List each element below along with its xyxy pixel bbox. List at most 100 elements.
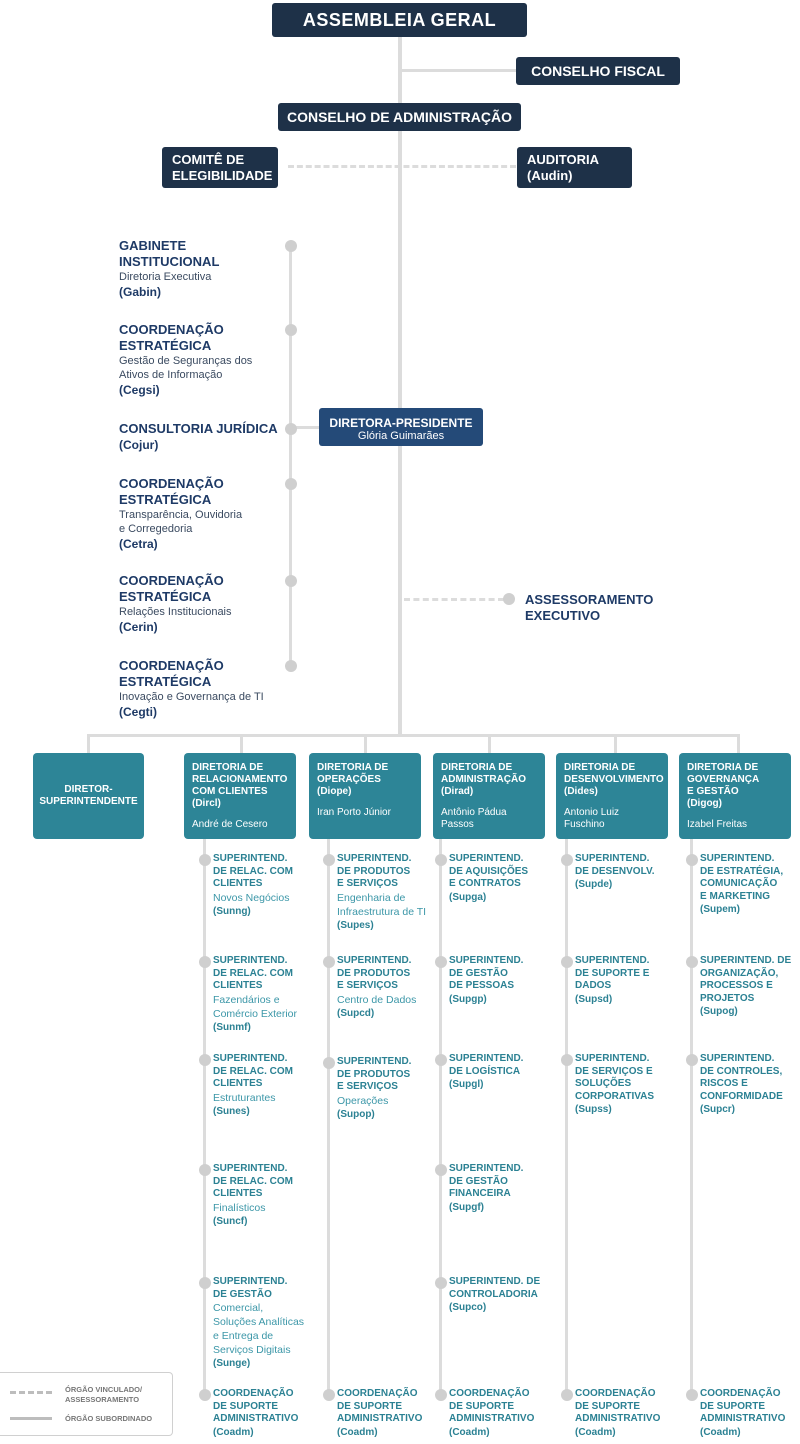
left-unit-code: (Gabin) (119, 285, 161, 299)
superintendencia-title: SUPERINTEND. DE PRODUTOS E SERVIÇOS (337, 853, 412, 889)
coordenacao-suporte-administrativo[interactable]: COORDENAÇÃO DE SUPORTE ADMINISTRATIVO(Co… (213, 1388, 318, 1440)
coadm-dot (561, 1389, 573, 1401)
superintendencia-dot (199, 1277, 211, 1289)
left-unit-dot (285, 324, 297, 336)
left-unit-title: COORDENAÇÃO ESTRATÉGICA (119, 573, 224, 604)
diretoria-title: DIRETORIA DE ADMINISTRAÇÃO (Dirad) (441, 762, 526, 797)
superintendencia-subtitle: Engenharia de Infraestrutura de TI (337, 891, 427, 918)
superintendencia-code: (Supcd) (337, 1007, 375, 1019)
diretoria-drop-line (364, 734, 367, 754)
diretoria-drop-line (737, 734, 740, 754)
left-unit[interactable]: CONSULTORIA JURÍDICA(Cojur) (119, 421, 289, 453)
presidente-title: DIRETORA-PRESIDENTE (329, 416, 473, 430)
auditoria-box[interactable]: AUDITORIA (Audin) (517, 147, 632, 188)
left-unit-code: (Cegti) (119, 705, 157, 719)
superintendencia-code: (Sunge) (213, 1358, 251, 1369)
superintendencias-vertical-line (690, 839, 693, 1394)
superintendencia-dot (199, 956, 211, 968)
legend-subordinado-label: ÓRGÃO SUBORDINADO (65, 1414, 153, 1423)
superintendencia-title: SUPERINTEND. DE RELAC. COM CLIENTES (213, 1053, 293, 1089)
diretoria-box[interactable]: DIRETORIA DE OPERAÇÕES (Diope)Iran Porto… (309, 753, 421, 839)
superintendencia-title: SUPERINTEND. DE DESENVOLV. (575, 853, 655, 877)
superintendencia-dot (435, 956, 447, 968)
superintendencia-dot (686, 1054, 698, 1066)
superintendencia-dot (686, 956, 698, 968)
coadm-title: COORDENAÇÃO DE SUPORTE ADMINISTRATIVO (213, 1388, 299, 1424)
superintendencia-subtitle: Fazendários e Comércio Exterior (213, 993, 298, 1020)
coordenacao-suporte-administrativo[interactable]: COORDENAÇÃO DE SUPORTE ADMINISTRATIVO(Co… (449, 1388, 554, 1440)
diretor-superintendente-box[interactable]: DIRETOR- SUPERINTENDENTE (33, 753, 144, 839)
diretora-presidente-box[interactable]: DIRETORA-PRESIDENTE Glória Guimarães (319, 408, 483, 446)
superintendencias-vertical-line (327, 839, 330, 1394)
superintendencia[interactable]: SUPERINTEND. DE ESTRATÉGIA, COMUNICAÇÃO … (700, 853, 800, 917)
superintendencia-subtitle: Centro de Dados (337, 993, 417, 1006)
superintendencia[interactable]: SUPERINTEND. DE CONTROLES, RISCOS E CONF… (700, 1053, 800, 1117)
superintendencia[interactable]: SUPERINTEND. DE GESTÃO FINANCEIRA(Supgf) (449, 1163, 554, 1215)
superintendencia[interactable]: SUPERINTEND. DE GESTÃO DE PESSOAS(Supgp) (449, 955, 554, 1007)
left-unit-subtitle: Transparência, Ouvidoria e Corregedoria (119, 509, 243, 535)
superintendencia[interactable]: SUPERINTEND. DE ORGANIZAÇÃO, PROCESSOS E… (700, 955, 800, 1019)
superintendencia-dot (686, 854, 698, 866)
superintendencia-dot (323, 956, 335, 968)
diretoria-director-name: André de Cesero (192, 819, 268, 830)
diretoria-box[interactable]: DIRETORIA DE GOVERNANÇA E GESTÃO (Digog)… (679, 753, 791, 839)
superintendencia-code: (Supsd) (575, 993, 613, 1005)
superintendencia[interactable]: SUPERINTEND. DE CONTROLADORIA(Supco) (449, 1276, 554, 1315)
assessoramento-executivo-label[interactable]: ASSESSORAMENTO EXECUTIVO (525, 592, 654, 623)
diretoria-director-name: Antônio Pádua Passos (441, 807, 507, 830)
superintendencia-title: SUPERINTEND. DE LOGÍSTICA (449, 1053, 524, 1077)
superintendencia-title: SUPERINTEND. DE CONTROLADORIA (449, 1276, 541, 1300)
left-unit-subtitle: Relações Institucionais (119, 606, 232, 618)
coordenacao-suporte-administrativo[interactable]: COORDENAÇÃO DE SUPORTE ADMINISTRATIVO(Co… (575, 1388, 680, 1440)
superintendencia[interactable]: SUPERINTEND. DE AQUISIÇÕES E CONTRATOS(S… (449, 853, 554, 905)
superintendencia[interactable]: SUPERINTEND. DE DESENVOLV.(Supde) (575, 853, 680, 892)
conselho-fiscal-box[interactable]: CONSELHO FISCAL (516, 57, 680, 85)
coordenacao-suporte-administrativo[interactable]: COORDENAÇÃO DE SUPORTE ADMINISTRATIVO(Co… (700, 1388, 800, 1440)
coadm-code: (Coadm) (700, 1426, 741, 1438)
superintendencia-title: SUPERINTEND. DE GESTÃO FINANCEIRA (449, 1163, 524, 1199)
superintendencia-dot (435, 854, 447, 866)
superintendencia[interactable]: SUPERINTEND. DE SERVIÇOS E SOLUÇÕES CORP… (575, 1053, 680, 1117)
superintendencia[interactable]: SUPERINTEND. DE SUPORTE E DADOS(Supsd) (575, 955, 680, 1007)
diretoria-director-name: Izabel Freitas (687, 819, 748, 830)
superintendencias-vertical-line (565, 839, 568, 1394)
diretoria-box[interactable]: DIRETORIA DE RELACIONAMENTO COM CLIENTES… (184, 753, 296, 839)
assembleia-geral-box[interactable]: ASSEMBLEIA GERAL (272, 3, 527, 37)
diretoria-box[interactable]: DIRETORIA DE ADMINISTRAÇÃO (Dirad) Antôni… (433, 753, 545, 839)
coadm-dot (323, 1389, 335, 1401)
superintendencia-code: (Supop) (337, 1108, 375, 1120)
superintendencia-dot (435, 1277, 447, 1289)
presidente-name: Glória Guimarães (357, 430, 445, 442)
left-unit[interactable]: COORDENAÇÃO ESTRATÉGICA Relações Instituc… (119, 573, 289, 635)
coordenacao-suporte-administrativo[interactable]: COORDENAÇÃO DE SUPORTE ADMINISTRATIVO(Co… (337, 1388, 442, 1440)
conselho-administracao-box[interactable]: CONSELHO DE ADMINISTRAÇÃO (278, 103, 521, 131)
diretoria-box[interactable]: DIRETORIA DE DESENVOLVIMENTO (Dides)Anto… (556, 753, 668, 839)
diretoria-title: DIRETORIA DE GOVERNANÇA E GESTÃO (Digog) (687, 762, 760, 809)
left-unit-code: (Cegsi) (119, 383, 160, 397)
superintendencia[interactable]: SUPERINTEND. DE LOGÍSTICA(Supgl) (449, 1053, 554, 1092)
superintendencia-dot (323, 854, 335, 866)
assessoramento-dot (503, 593, 515, 605)
left-unit-subtitle: Inovação e Governança de TI (119, 691, 264, 703)
superintendencia-title: SUPERINTEND. DE GESTÃO (213, 1276, 288, 1300)
diretoria-director-name: Iran Porto Júnior (317, 807, 391, 818)
comite-elegibilidade-box[interactable]: COMITÊ DE ELEGIBILIDADE (162, 147, 278, 188)
superintendencia-dot (435, 1054, 447, 1066)
superintendencia-title: SUPERINTEND. DE RELAC. COM CLIENTES (213, 955, 293, 991)
superintendencia-title: SUPERINTEND. DE GESTÃO DE PESSOAS (449, 955, 524, 991)
diretoria-drop-line (488, 734, 491, 754)
main-vertical-line (398, 36, 402, 736)
left-units-vertical-line (289, 244, 292, 664)
